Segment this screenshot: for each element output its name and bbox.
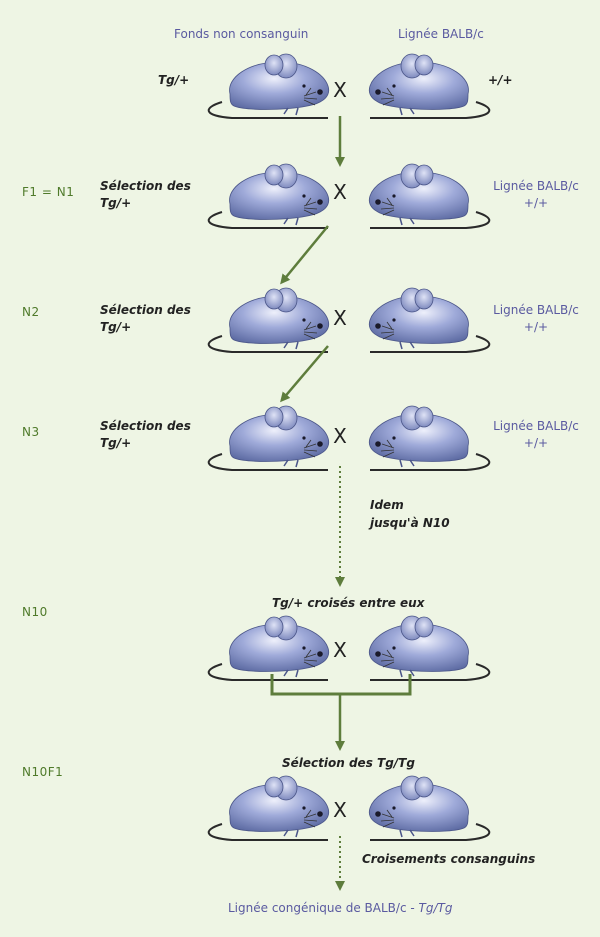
arrow-n2-to-n3 [280, 345, 329, 403]
generation-label-n10: N10 [22, 605, 48, 619]
n10f1-caption: Sélection des Tg/Tg [282, 756, 415, 770]
mouse-icon-left [207, 775, 330, 841]
balb-line-1: Lignée BALB/c [493, 179, 579, 193]
mouse-icon-left [207, 53, 330, 119]
balb-label-n2: Lignée BALB/c +/+ [490, 302, 582, 336]
row0-right-genotype: +/+ [488, 73, 513, 87]
selection-line-2: Tg/+ [100, 320, 132, 334]
generation-label-f1: F1 = N1 [22, 185, 75, 199]
generation-label-n10f1: N10F1 [22, 765, 64, 779]
row0-left-genotype: Tg/+ [158, 73, 190, 87]
mouse-icon-right [368, 405, 491, 471]
final-line-label: Lignée congénique de BALB/c - Tg/Tg [228, 900, 452, 916]
mouse-icon-right [368, 53, 491, 119]
final-prefix: Lignée congénique de BALB/c - [228, 901, 419, 915]
balb-line-1: Lignée BALB/c [493, 419, 579, 433]
cross-symbol: X [333, 78, 347, 102]
selection-label-f1: Sélection des Tg/+ [100, 178, 191, 212]
idem-line-1: Idem [370, 498, 404, 512]
selection-line-1: Sélection des [100, 419, 191, 433]
balb-line-1: Lignée BALB/c [493, 303, 579, 317]
mouse-icon-right [368, 775, 491, 841]
cross-symbol: X [333, 638, 347, 662]
balb-line-2: +/+ [523, 436, 549, 450]
selection-line-1: Sélection des [100, 303, 191, 317]
balb-label-n3: Lignée BALB/c +/+ [490, 418, 582, 452]
arrow-f1-to-n2 [280, 225, 329, 285]
generation-label-n3: N3 [22, 425, 40, 439]
mouse-icon-left [207, 615, 330, 681]
n10-caption: Tg/+ croisés entre eux [272, 596, 425, 610]
selection-line-1: Sélection des [100, 179, 191, 193]
selection-line-2: Tg/+ [100, 196, 132, 210]
mouse-icon-left [207, 287, 330, 353]
selection-line-2: Tg/+ [100, 436, 132, 450]
generation-label-n2: N2 [22, 305, 40, 319]
bracket-n10 [270, 674, 412, 696]
mouse-icon-left [207, 163, 330, 229]
balb-line-2: +/+ [523, 320, 549, 334]
balb-label-f1: Lignée BALB/c +/+ [490, 178, 582, 212]
cross-symbol: X [333, 306, 347, 330]
header-left-label: Fonds non consanguin [174, 27, 309, 41]
mouse-icon-right [368, 287, 491, 353]
mouse-icon-left [207, 405, 330, 471]
header-right-label: Lignée BALB/c [398, 27, 484, 41]
idem-line-2: jusqu'à N10 [370, 516, 450, 530]
consanguin-note: Croisements consanguins [362, 852, 536, 866]
mouse-icon-right [368, 163, 491, 229]
idem-note: Idem jusqu'à N10 [370, 496, 450, 532]
final-genotype: Tg/Tg [418, 901, 453, 915]
balb-line-2: +/+ [523, 196, 549, 210]
cross-symbol: X [333, 180, 347, 204]
selection-label-n3: Sélection des Tg/+ [100, 418, 191, 452]
cross-symbol: X [333, 424, 347, 448]
selection-label-n2: Sélection des Tg/+ [100, 302, 191, 336]
cross-symbol: X [333, 798, 347, 822]
mouse-icon-right [368, 615, 491, 681]
